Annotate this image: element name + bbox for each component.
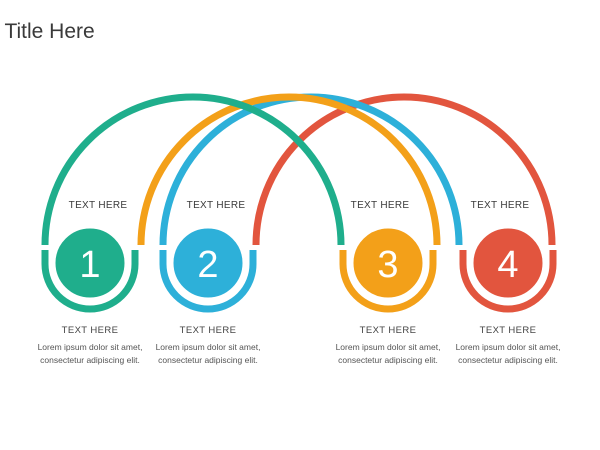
step-4-description: TEXT HERE Lorem ipsum dolor sit amet, co… xyxy=(453,325,563,367)
step-3-description: TEXT HERE Lorem ipsum dolor sit amet, co… xyxy=(333,325,443,367)
step-2-circle xyxy=(170,225,246,301)
step-2: 2 TEXT HERE xyxy=(159,200,257,313)
step-1: 1 TEXT HERE xyxy=(41,200,139,313)
step-4-number: 4 xyxy=(497,244,518,286)
cup-1 xyxy=(41,250,139,313)
step-1-description: TEXT HERE Lorem ipsum dolor sit amet, co… xyxy=(35,325,145,367)
step-4-circle xyxy=(470,225,546,301)
cup-3 xyxy=(339,250,437,313)
step-4-label: TEXT HERE xyxy=(471,200,530,211)
cup-4 xyxy=(459,250,557,313)
step-1-label: TEXT HERE xyxy=(69,200,128,211)
step-3-circle xyxy=(350,225,426,301)
arc-orange xyxy=(137,93,441,246)
step-2-label: TEXT HERE xyxy=(187,200,246,211)
step-3-label: TEXT HERE xyxy=(351,200,410,211)
step-3-desc-title: TEXT HERE xyxy=(359,325,417,336)
step-2-desc-body: Lorem ipsum dolor sit amet, consectetur … xyxy=(155,342,261,365)
step-1-number: 1 xyxy=(79,244,100,286)
step-2-desc-title: TEXT HERE xyxy=(179,325,237,336)
arc-teal xyxy=(41,93,345,246)
step-1-circle xyxy=(52,225,128,301)
step-3-desc-body: Lorem ipsum dolor sit amet, consectetur … xyxy=(335,342,441,365)
slide-title: r Title Here xyxy=(0,20,95,43)
step-2-number: 2 xyxy=(197,244,218,286)
step-3-number: 3 xyxy=(377,244,398,286)
step-3: 3 TEXT HERE xyxy=(339,200,437,313)
arc-red xyxy=(252,93,556,246)
step-4-desc-body: Lorem ipsum dolor sit amet, consectetur … xyxy=(455,342,561,365)
cup-2 xyxy=(159,250,257,313)
step-1-desc-title: TEXT HERE xyxy=(61,325,119,336)
step-2-description: TEXT HERE Lorem ipsum dolor sit amet, co… xyxy=(153,325,263,367)
step-1-desc-body: Lorem ipsum dolor sit amet, consectetur … xyxy=(37,342,143,365)
step-4: 4 TEXT HERE xyxy=(459,200,557,313)
step-4-desc-title: TEXT HERE xyxy=(479,325,537,336)
